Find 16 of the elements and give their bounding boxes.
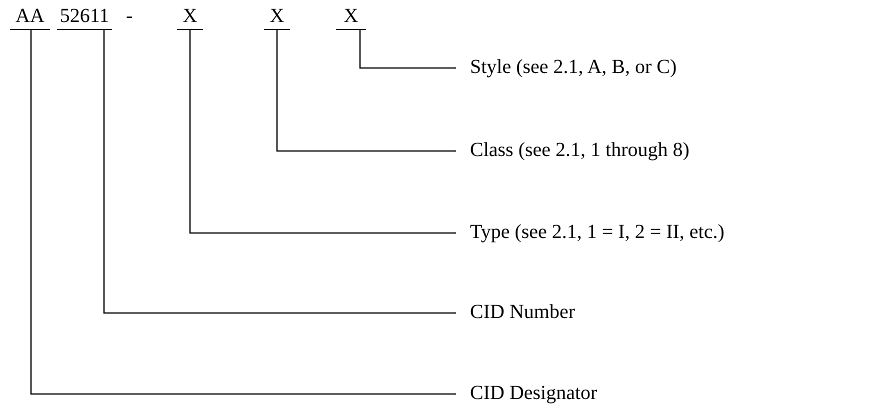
separator-dash: - [126,4,133,28]
description-text: Class (see 2.1, 1 through 8) [456,138,690,162]
leader-line [189,30,456,234]
code-segment: X [336,4,366,30]
leader-line [30,30,456,395]
leader-line [103,30,456,314]
leader-line [276,30,456,152]
leader-line [359,30,456,69]
description-text: CID Designator [456,381,598,405]
code-segment: AA [10,4,50,30]
code-segment: X [177,4,203,30]
description-text: Style (see 2.1, A, B, or C) [456,55,677,79]
description-text: CID Number [456,300,575,324]
code-segment: X [264,4,290,30]
code-segment: 52611 [57,4,112,30]
description-text: Type (see 2.1, 1 = I, 2 = II, etc.) [456,220,724,244]
